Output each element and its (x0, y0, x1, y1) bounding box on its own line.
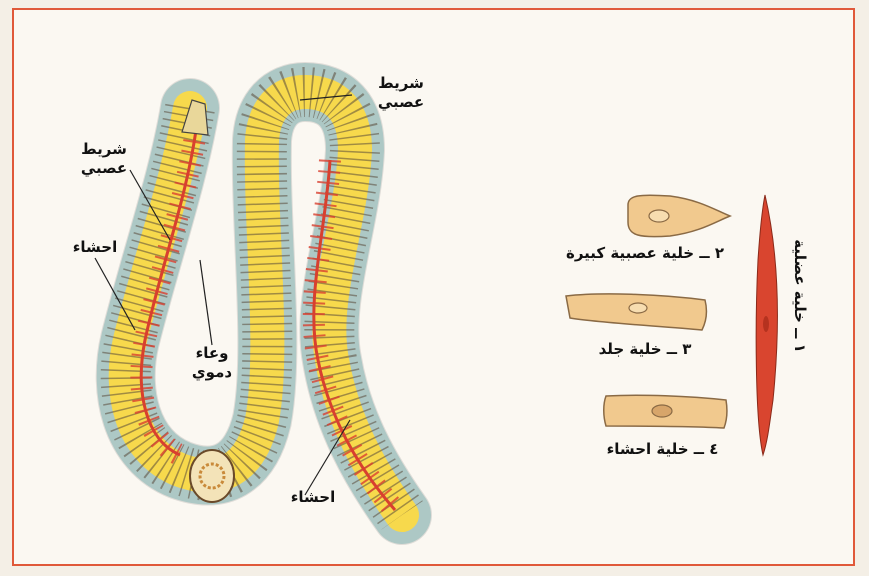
label-viscera-bottom: احشاء (278, 488, 348, 507)
label-blood-vessel: وعاء دموي (182, 344, 242, 382)
label-nerve-cord-top: شريط عصبي (370, 74, 432, 112)
nerve-cell-shape (628, 195, 730, 237)
label-nerve-cell: ٢ ــ خلية عصبية كبيرة (560, 244, 730, 263)
label-visceral-cell: ٤ ــ خلية احشاء (600, 440, 725, 459)
label-skin-cell: ٣ ــ خلية جلد (590, 340, 700, 359)
label-muscle-cell: ١ ــ خلية عضلية (791, 239, 809, 353)
label-viscera-left: احشاء (60, 238, 130, 257)
cross-section (190, 450, 234, 502)
label-nerve-cord-left: شريط عصبي (74, 140, 134, 178)
